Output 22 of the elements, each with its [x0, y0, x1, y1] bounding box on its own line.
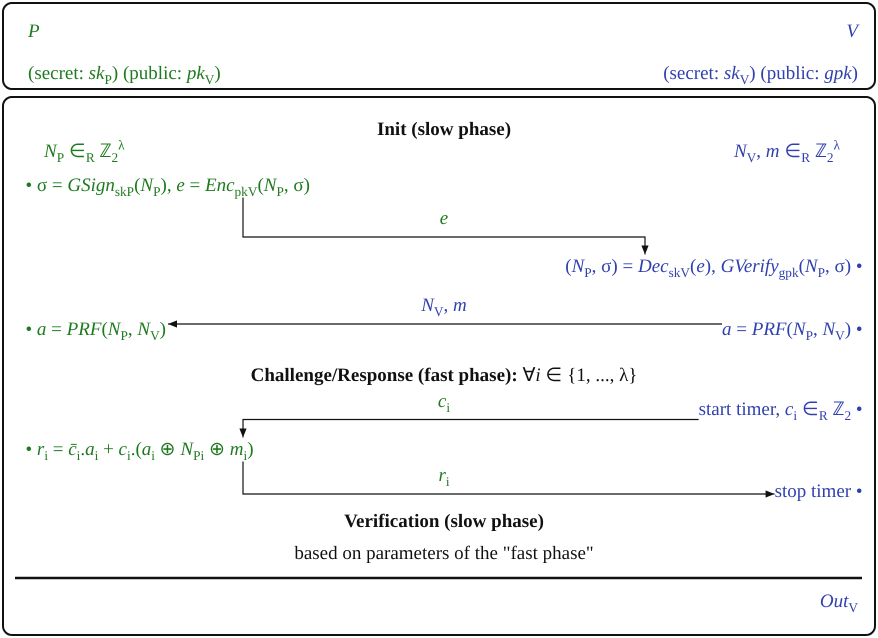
step-text: • r$_{i}$ = c̄$_{i}$.a$_{i}$ + c$_{i}$.(a$_{i}$ ⊕ N$_{Pi}$ ⊕ m$_{i}$) [26, 438, 254, 462]
panel-frame [2, 96, 876, 636]
message-arrow [168, 320, 722, 328]
message-arrow [242, 462, 775, 498]
prover-label: P [28, 20, 40, 44]
output-label: Out$_{V}$ [820, 590, 858, 614]
step-text: stop timer • [774, 480, 862, 504]
step-text: start timer, c$_{i}$ ∈$_{R}$ ℤ$_{2}$ • [698, 398, 862, 422]
phase-heading: Challenge/Response (fast phase): ∀i ∈ {1, ..., λ} [250, 364, 638, 388]
verifier-label: V [846, 20, 858, 44]
step-text: a = PRF(N$_{P}$, N$_{V}$) • [722, 318, 862, 342]
step-text: • a = PRF(N$_{P}$, N$_{V}$) [26, 318, 166, 342]
panel-frame [2, 2, 876, 90]
step-text: (N$_{P}$, σ) = Dec$_{skV}$(e), GVerify$_{gpk}$(N$_{P}$, σ) • [565, 254, 862, 278]
key-text: (secret: sk$_{P}$) (public: pk$_{V}$) [28, 62, 221, 86]
message-arrow [239, 418, 699, 438]
phase-note: based on parameters of the "fast phase" [294, 542, 594, 566]
message-arrow [242, 198, 649, 254]
phase-heading: Init (slow phase) [376, 118, 512, 142]
key-text: (secret: sk$_{V}$) (public: gpk) [663, 62, 858, 86]
step-text: • σ = GSign$_{skP}$(N$_{P}$), e = Enc$_{pkV}$(N$_{P}$, σ) [26, 174, 310, 198]
phase-heading: Verification (slow phase) [344, 510, 544, 534]
